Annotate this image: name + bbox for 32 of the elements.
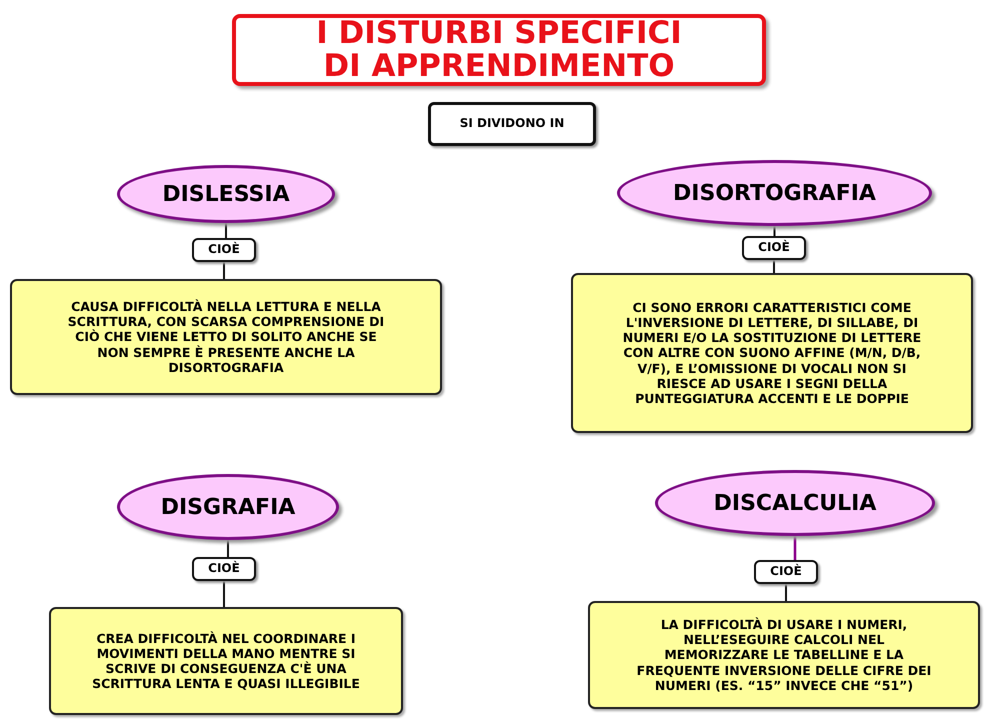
linking-phrase: CIOÈ: [208, 243, 240, 257]
description-text: CAUSA DIFFICOLTÀ NELLA LETTURA E NELLA SCRITTURA, CON SCARSA COMPRENSIONE DI CIÒ CHE VIENE LETTO DI SOLITO ANCHE SE NON SEMPRE È PRESENTE ANCHE LA DISORTOGRAFIA: [66, 298, 386, 376]
linking-phrase-box: [192, 238, 256, 262]
linking-phrase-box: [754, 560, 818, 584]
connector-line: [794, 536, 796, 560]
description-text: CI SONO ERRORI CARATTERISTICI COME L'INVERSIONE DI LETTERE, DI SILLABE, DI NUMERI E/O LA SOSTITUZIONE DI LETTERE CON ALTRE CON SUONO AFFINE (M/N, D/B, V/F), E L’OMISSIONE DI VOCALI NON SI RIESCE AD USARE I SEGNI DELLA PUNTEGGIATURA ACCENTI E LE DOPPIE: [622, 300, 922, 406]
description-text: CREA DIFFICOLTÀ NEL COORDINARE I MOVIMENTI DELLA MANO MENTRE SI SCRIVE DI CONSEGUENZA C'È UNA SCRITTURA LENTA E QUASI ILLEGIBILE: [91, 630, 361, 692]
description-text: LA DIFFICOLTÀ DI USARE I NUMERI, NELL’ESEGUIRE CALCOLI NEL MEMORIZZARE LE TABELLINE E LA FREQUENTE INVERSIONE DELLE CIFRE DEI NUMERI (ES. “15” INVECE CHE “51”): [636, 616, 932, 694]
connector-line: [225, 223, 227, 238]
concept-label: DISLESSIA: [162, 182, 290, 206]
description-box: [571, 273, 973, 433]
linking-phrase: CIOÈ: [770, 565, 802, 579]
title-text: I DISTURBI SPECIFICI DI APPRENDIMENTO: [315, 17, 683, 83]
linking-phrase: CIOÈ: [758, 241, 790, 255]
title-box: [232, 14, 766, 86]
description-box: [588, 601, 980, 709]
linking-phrase-box: [428, 102, 596, 146]
description-box: [10, 279, 442, 395]
linking-phrase-box: [192, 557, 256, 581]
linking-phrase: CIOÈ: [208, 562, 240, 576]
concept-label: DISGRAFIA: [160, 494, 296, 520]
connector-line: [223, 581, 225, 607]
connector-line: [774, 226, 776, 236]
connector-line: [227, 540, 229, 557]
connector-line: [223, 262, 225, 279]
connector-line: [785, 584, 787, 601]
concept-label: DISCALCULIA: [714, 490, 876, 516]
linking-phrase-box: [742, 236, 806, 260]
concept-label: DISORTOGRAFIA: [673, 180, 876, 206]
linking-phrase: SI DIVIDONO IN: [460, 117, 564, 131]
description-box: [49, 607, 403, 715]
connector-line: [773, 260, 775, 273]
